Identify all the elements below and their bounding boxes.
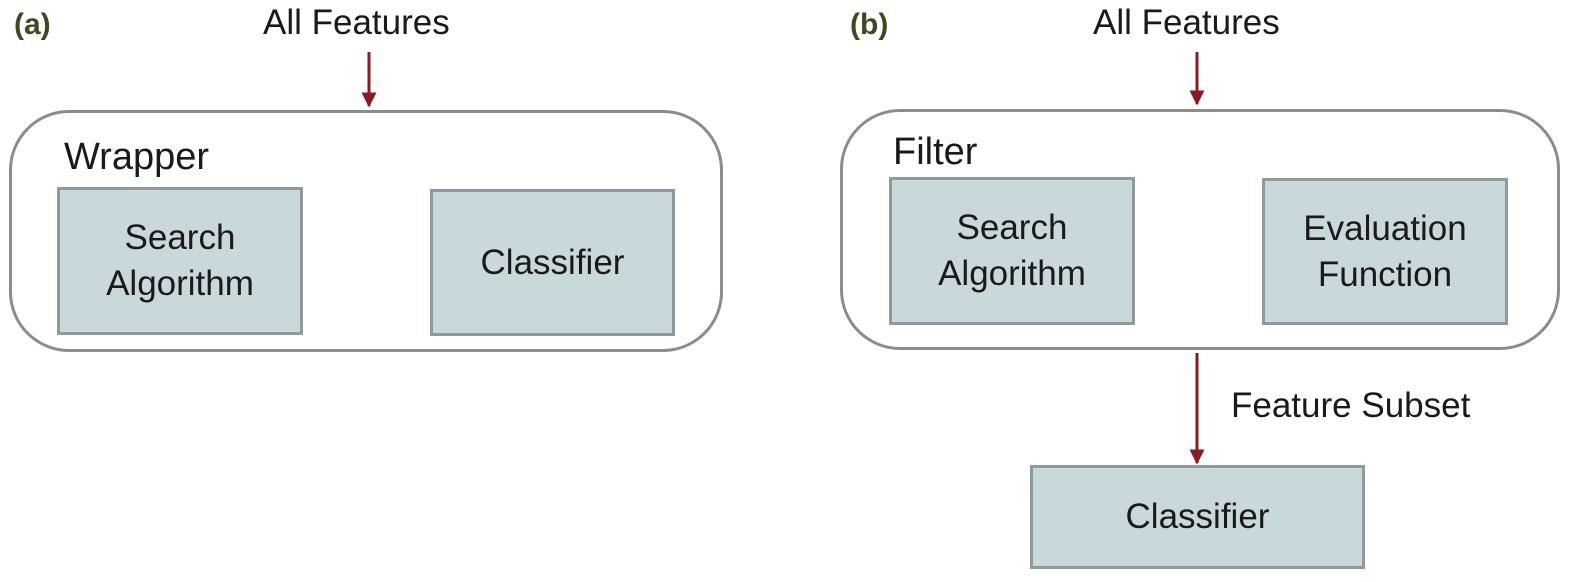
wrapper-classifier-node: Classifier bbox=[430, 189, 675, 336]
panel-b-letter: (b) bbox=[850, 8, 889, 41]
filter-evaluation-function-node: Evaluation Function bbox=[1262, 178, 1508, 325]
filter-title: Filter bbox=[893, 131, 978, 173]
wrapper-search-algorithm-node: Search Algorithm bbox=[57, 187, 303, 335]
filter-search-algorithm-node: Search Algorithm bbox=[889, 177, 1135, 325]
wrapper-title: Wrapper bbox=[64, 136, 210, 178]
panel-a-input-label: All Features bbox=[263, 3, 450, 42]
feature-subset-label: Feature Subset bbox=[1231, 386, 1471, 425]
panel-a-letter: (a) bbox=[14, 8, 51, 41]
panel-b-input-label: All Features bbox=[1093, 3, 1280, 42]
filter-classifier-node: Classifier bbox=[1030, 465, 1365, 569]
